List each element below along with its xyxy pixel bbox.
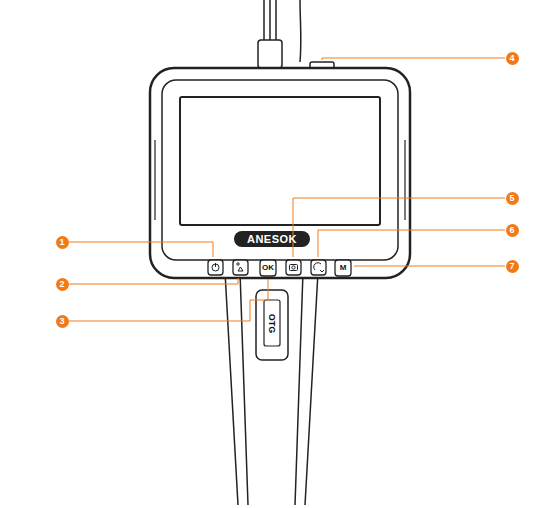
callout-number: 6 (506, 224, 519, 237)
housing (150, 68, 410, 278)
callout-number: 5 (506, 192, 519, 205)
bezel (162, 80, 398, 260)
port-label: OTG (268, 313, 277, 333)
button-icons (212, 263, 324, 272)
brand-name: ANESOK (247, 234, 297, 245)
callout-number: 4 (506, 52, 519, 65)
button-label: OK (262, 264, 274, 272)
leader-lines (69, 58, 505, 321)
brand-plate (234, 231, 310, 247)
callout-number: 3 (56, 315, 69, 328)
buttons (208, 260, 351, 276)
handle (225, 272, 318, 505)
callout-number: 7 (506, 260, 519, 273)
callout-number: 1 (56, 236, 69, 249)
callout-number: 2 (56, 278, 69, 291)
cable (258, 0, 301, 68)
screen (180, 97, 380, 225)
button-label: M (340, 264, 347, 272)
